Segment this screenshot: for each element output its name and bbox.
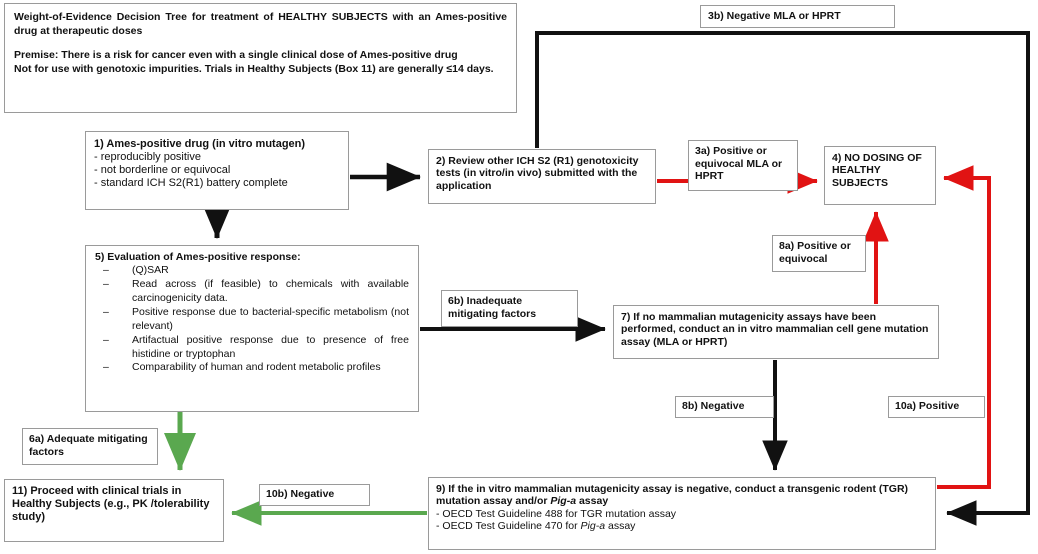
spacer xyxy=(14,39,507,49)
label-6b-inadequate-mitigating-factors: 6b) Inadequate mitigating factors xyxy=(441,290,578,327)
box-7-in-vitro-mammalian-cell-gene-mutation-assay: 7) If no mammalian mutagenicity assays h… xyxy=(613,305,939,359)
box-4-no-dosing-of-healthy-subjects: 4) NO DOSING OF HEALTHY SUBJECTS xyxy=(824,146,936,205)
box-9-sub2-italic: Pig-a xyxy=(580,520,606,533)
box-9-sub2-part2: assay xyxy=(605,520,636,533)
label-10a-positive: 10a) Positive xyxy=(888,396,985,418)
box-1-item-2: - not borderline or equivocal xyxy=(94,163,231,176)
box-5-title: 5) Evaluation of Ames-positive response: xyxy=(95,251,301,263)
box-5-list: (Q)SAR Read across (if feasible) to chem… xyxy=(95,264,409,375)
box-1-item-3: - standard ICH S2(R1) battery complete xyxy=(94,176,288,189)
header-note-box: Weight-of-Evidence Decision Tree for tre… xyxy=(4,3,517,113)
box-1-ames-positive-drug: 1) Ames-positive drug (in vitro mutagen)… xyxy=(85,131,349,210)
edge-box9-to-box4-positive xyxy=(937,165,991,489)
box-5-evaluation-of-ames-positive-response: 5) Evaluation of Ames-positive response:… xyxy=(85,245,419,412)
box-9-title: 9) If the in vitro mammalian mutagenicit… xyxy=(436,483,928,508)
box-5-item-1: (Q)SAR xyxy=(95,264,409,278)
label-3b-negative-mla-or-hprt: 3b) Negative MLA or HPRT xyxy=(700,5,895,28)
box-9-title-italic: Pig-a xyxy=(550,495,577,508)
label-10b-negative: 10b) Negative xyxy=(259,484,370,506)
box-9-sub-1: - OECD Test Guideline 488 for TGR mutati… xyxy=(436,507,677,520)
box-9-title-part1: 9) If the in vitro mammalian mutagenicit… xyxy=(436,483,909,508)
box-1-title: 1) Ames-positive drug (in vitro mutagen) xyxy=(94,138,306,150)
header-note-line3: Not for use with genotoxic impurities. T… xyxy=(14,62,494,75)
box-9-sub2-part1: - OECD Test Guideline 470 for xyxy=(436,520,581,533)
box-5-item-4: Artifactual positive response due to pre… xyxy=(95,334,409,362)
label-8b-negative: 8b) Negative xyxy=(675,396,774,418)
header-note-line2: Premise: There is a risk for cancer even… xyxy=(14,48,458,61)
label-8a-positive-or-equivocal: 8a) Positive or equivocal xyxy=(772,235,866,272)
box-9-title-part2: assay xyxy=(576,495,609,508)
box-9-sub-2: - OECD Test Guideline 470 for Pig-a assa… xyxy=(436,520,928,532)
label-6a-adequate-mitigating-factors: 6a) Adequate mitigating factors xyxy=(22,428,158,465)
header-note-line1: Weight-of-Evidence Decision Tree for tre… xyxy=(14,11,507,37)
box-11-proceed-with-clinical-trials: 11) Proceed with clinical trials in Heal… xyxy=(4,479,224,542)
box-9-transgenic-rodent-mutation-assay: 9) If the in vitro mammalian mutagenicit… xyxy=(428,477,936,550)
box-5-item-2: Read across (if feasible) to chemicals w… xyxy=(95,278,409,306)
box-5-item-3: Positive response due to bacterial-speci… xyxy=(95,306,409,334)
box-1-item-1: - reproducibly positive xyxy=(94,150,201,163)
box-2-review-ich-s2-tests: 2) Review other ICH S2 (R1) genotoxicity… xyxy=(428,149,656,204)
label-3a-positive-or-equivocal: 3a) Positive or equivocal MLA or HPRT xyxy=(688,140,798,191)
box-5-item-5: Comparability of human and rodent metabo… xyxy=(95,361,409,375)
edge-box2-to-box9-negative xyxy=(535,31,1030,526)
